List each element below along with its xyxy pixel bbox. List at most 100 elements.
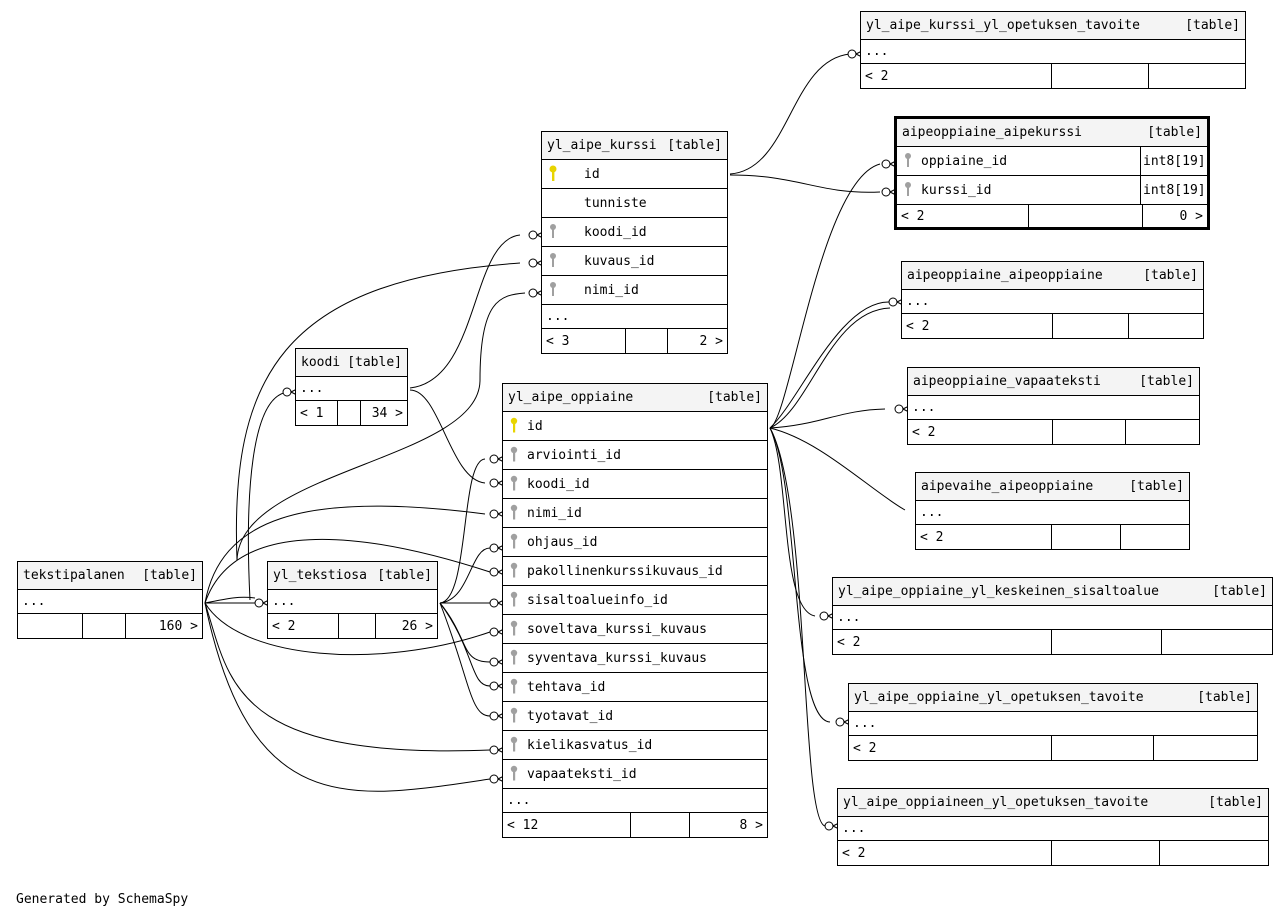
optional-marker [881,187,891,197]
table-yl-aipe-kurssi-yl-opetuksen-tavoite[interactable]: yl_aipe_kurssi_yl_opetuksen_tavoite[tabl… [860,11,1246,89]
column-row[interactable]: vapaateksti_id [503,760,767,789]
child-count [1121,525,1189,549]
optional-marker [847,49,857,59]
table-header: aipeoppiaine_aipeoppiaine[table] [902,262,1203,290]
relationship-line [769,427,826,827]
table-header: yl_aipe_oppiaine_yl_keskeinen_sisaltoalu… [833,578,1272,606]
table-yl-aipe-oppiaine-yl-keskeinen-sisaltoalue[interactable]: yl_aipe_oppiaine_yl_keskeinen_sisaltoalu… [832,577,1273,655]
table-yl-tekstiosa[interactable]: yl_tekstiosa[table] ... < 2 26 > [267,561,438,639]
table-header: yl_aipe_oppiaine [table] [503,384,767,412]
table-aipeoppiaine-aipekurssi[interactable]: aipeoppiaine_aipekurssi[table] oppiaine_… [894,116,1210,230]
relationship-line [439,602,491,717]
column-name: koodi_id [527,476,590,492]
relationship-line [439,602,491,687]
column-row[interactable]: kuvaus_id [542,247,727,276]
foreign-key-icon [548,280,560,300]
table-type: [table] [707,390,762,405]
table-yl-aipe-oppiaineen-yl-opetuksen-tavoite[interactable]: yl_aipe_oppiaineen_yl_opetuksen_tavoite [… [837,788,1269,866]
column-row[interactable]: id [503,412,767,441]
column-row[interactable]: pakollinenkurssikuvaus_id [503,557,767,586]
child-count: 26 > [401,618,433,634]
column-row[interactable]: id [542,160,727,189]
child-count: 0 > [1179,208,1203,224]
more-columns: ... [268,590,437,614]
relationship-line [439,458,486,604]
table-aipevaihe-aipeoppiaine[interactable]: aipevaihe_aipeoppiaine[table] ... < 2 [915,472,1190,550]
table-type: [table] [1143,268,1198,283]
more-columns: ... [838,817,1268,841]
column-row[interactable]: ohjaus_id [503,528,767,557]
table-name: yl_aipe_oppiaine [508,390,634,405]
relationship-line [204,596,256,604]
table-footer: < 1 34 > [296,401,407,425]
optional-marker [528,230,538,240]
table-footer: 160 > [18,614,202,638]
relationship-line [729,53,851,175]
optional-marker [489,454,499,464]
child-count: 34 > [371,405,403,421]
column-row[interactable]: sisaltoalueinfo_id [503,586,767,615]
foreign-key-icon [509,619,521,639]
foreign-key-icon [903,180,915,200]
table-header: yl_aipe_kurssi_yl_opetuksen_tavoite[tabl… [861,12,1245,40]
table-footer: < 2 [849,736,1257,760]
column-row[interactable]: kielikasvatus_id [503,731,767,760]
child-count [1149,64,1245,88]
foreign-key-icon [509,677,521,697]
column-count [626,329,668,353]
column-name: tehtava_id [527,679,606,695]
parent-count: < 2 [916,525,1052,549]
table-footer: < 2 [916,525,1189,549]
column-name: sisaltoalueinfo_id [527,592,668,608]
table-header: aipevaihe_aipeoppiaine[table] [916,473,1189,501]
column-row[interactable]: oppiaine_id int8[19] [897,147,1207,176]
more-columns: ... [833,606,1272,630]
optional-marker [489,598,499,608]
column-row[interactable]: tunniste [542,189,727,218]
column-count [83,614,126,638]
table-type: [table] [1129,479,1184,494]
parent-count: < 1 [296,401,338,425]
column-row[interactable]: syventava_kurssi_kuvaus [503,644,767,673]
foreign-key-icon [509,445,521,465]
more-columns: ... [902,290,1203,314]
primary-key-icon [548,164,560,184]
column-row[interactable]: arviointi_id [503,441,767,470]
relationship-line [769,427,906,511]
parent-count: < 2 [897,205,1029,227]
more-columns: ... [296,377,407,401]
column-row[interactable]: nimi_id [542,276,727,305]
parent-count: < 2 [902,314,1053,338]
column-row[interactable]: koodi_id [503,470,767,499]
table-aipeoppiaine-aipeoppiaine[interactable]: aipeoppiaine_aipeoppiaine[table] ... < 2 [901,261,1204,339]
optional-marker [888,297,898,307]
table-yl-aipe-oppiaine-yl-opetuksen-tavoite[interactable]: yl_aipe_oppiaine_yl_opetuksen_tavoite[ta… [848,683,1258,761]
relationship-line [409,234,521,389]
column-row[interactable]: tyotavat_id [503,702,767,731]
column-row[interactable]: kurssi_id int8[19] [897,176,1207,205]
table-tekstipalanen[interactable]: tekstipalanen[table] ... 160 > [17,561,203,639]
parent-count: < 2 [833,630,1052,654]
table-yl-aipe-kurssi[interactable]: yl_aipe_kurssi[table] id tunniste koodi_… [541,131,728,354]
column-row[interactable]: soveltava_kurssi_kuvaus [503,615,767,644]
table-type: [table] [1208,795,1263,810]
column-row[interactable]: tehtava_id [503,673,767,702]
column-row[interactable]: nimi_id [503,499,767,528]
table-type: [table] [347,355,402,370]
relationship-line [439,547,491,604]
table-footer: < 2 [861,64,1245,88]
optional-marker [489,567,499,577]
table-koodi[interactable]: koodi[table] ... < 1 34 > [295,348,408,426]
column-row[interactable]: koodi_id [542,218,727,247]
column-count [1052,841,1160,865]
foreign-key-icon [509,590,521,610]
column-count [1053,420,1126,444]
table-aipeoppiaine-vapaateksti[interactable]: aipeoppiaine_vapaateksti[table] ... < 2 [907,367,1200,445]
relationship-line [769,427,816,617]
relationship-line [769,163,881,429]
foreign-key-icon [509,735,521,755]
table-name: yl_aipe_oppiaineen_yl_opetuksen_tavoite [843,795,1149,810]
foreign-key-icon [548,222,560,242]
relationship-line [439,602,491,663]
